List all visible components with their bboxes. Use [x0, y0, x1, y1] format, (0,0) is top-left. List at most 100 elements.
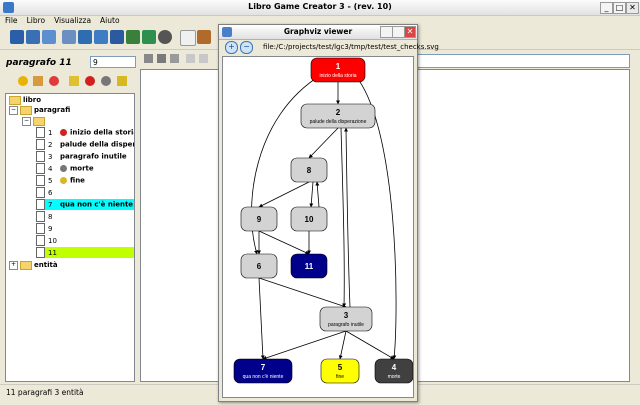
folder-icon — [20, 260, 32, 270]
tree-item-number: 1 — [48, 128, 53, 137]
graph-node[interactable]: 8 — [290, 157, 328, 183]
export-icon[interactable] — [62, 30, 76, 44]
graph-node-box — [240, 253, 278, 279]
viewer-close-button[interactable]: ✕ — [404, 26, 416, 38]
print-icon[interactable] — [78, 30, 92, 44]
flag-icon[interactable] — [69, 76, 79, 86]
folder-icon — [33, 116, 45, 126]
book-icon[interactable] — [197, 30, 211, 44]
zoom-in-icon[interactable]: + — [225, 41, 238, 54]
close-button[interactable]: ✕ — [626, 2, 639, 14]
start-icon[interactable] — [85, 76, 95, 86]
tree-item[interactable]: 3 paragrafo inutile — [36, 151, 127, 162]
trophy-icon[interactable] — [117, 76, 127, 86]
menu-libro[interactable]: Libro — [26, 16, 46, 25]
add-paragraph-icon[interactable] — [18, 76, 28, 86]
tree-item[interactable]: 5 fine — [36, 175, 85, 186]
check-icon[interactable] — [142, 30, 156, 44]
graph-node-id: 10 — [305, 215, 314, 224]
viewer-title-bar: Graphviz viewer ✕ — [219, 25, 417, 40]
graph-node-box — [240, 206, 278, 232]
graph-node[interactable]: 9 — [240, 206, 278, 232]
document-icon — [36, 223, 45, 234]
graphviz-viewer-window[interactable]: Graphviz viewer ✕ + − file:/C:/projects/… — [218, 24, 439, 402]
right-panel[interactable] — [415, 69, 630, 382]
tree-item[interactable]: 8 — [36, 211, 60, 222]
paragraph-select[interactable]: 9 — [90, 56, 136, 68]
redo-icon[interactable] — [199, 54, 208, 63]
graph-node[interactable]: 6 — [240, 253, 278, 279]
menu-file[interactable]: File — [5, 16, 18, 25]
paragraph-editor[interactable] — [140, 69, 227, 382]
tree-item[interactable]: 10 — [36, 235, 60, 246]
tree-item-label: paragrafo inutile — [60, 152, 127, 161]
folder-icon — [9, 95, 21, 105]
tree-item[interactable]: 11 — [36, 247, 134, 258]
paste-icon[interactable] — [170, 54, 179, 63]
trophy-icon — [60, 177, 67, 184]
tree-entities[interactable]: +entità — [9, 260, 58, 270]
graph-node-id: 3 — [344, 311, 349, 320]
graph-node-id: 5 — [338, 363, 343, 372]
menu-visualizza[interactable]: Visualizza — [54, 16, 92, 25]
tree-subfolder[interactable]: − — [22, 116, 47, 127]
settings-icon[interactable] — [110, 30, 124, 44]
document-icon — [36, 199, 45, 210]
graph-node[interactable]: 11 — [290, 253, 328, 279]
tree-paragraphs[interactable]: −paragrafi — [9, 105, 71, 115]
tree-item-label: qua non c'è niente — [60, 200, 134, 209]
right-select[interactable] — [415, 54, 630, 68]
graph-node-box — [310, 57, 366, 83]
graph-node-box — [290, 157, 328, 183]
zoom-out-icon[interactable]: − — [240, 41, 253, 54]
tree-item-number: 3 — [48, 152, 53, 161]
cut-icon[interactable] — [144, 54, 153, 63]
menu-aiuto[interactable]: Aiuto — [100, 16, 120, 25]
preview-icon[interactable] — [94, 30, 108, 44]
minimize-button[interactable]: _ — [600, 2, 613, 14]
tree-item-number: 5 — [48, 176, 53, 185]
copy-icon[interactable] — [157, 54, 166, 63]
graph-icon[interactable] — [126, 30, 140, 44]
document-icon — [36, 247, 45, 258]
graph-node-id: 1 — [336, 62, 341, 71]
graph-node-box — [233, 358, 293, 384]
new-book-icon[interactable] — [10, 30, 24, 44]
remove-paragraph-icon[interactable] — [49, 76, 59, 86]
edit-icon[interactable] — [33, 76, 43, 86]
folder-icon — [20, 105, 32, 115]
skull-icon[interactable] — [101, 76, 111, 86]
status-text: 11 paragrafi 3 entità — [6, 388, 84, 397]
document-icon — [36, 187, 45, 198]
save-icon[interactable] — [26, 30, 40, 44]
graph-node[interactable]: 10 — [290, 206, 328, 232]
graph-node-box — [320, 358, 360, 384]
save-as-icon[interactable] — [42, 30, 56, 44]
font-icon[interactable] — [180, 30, 196, 46]
tree-root[interactable]: libro — [9, 95, 41, 106]
globe-icon[interactable] — [158, 30, 172, 44]
graph-edge — [338, 330, 347, 360]
graph-edge — [354, 74, 397, 360]
maximize-button[interactable]: □ — [613, 2, 626, 14]
graph-edge — [344, 127, 351, 308]
tree-item[interactable]: 9 — [36, 223, 60, 234]
tree-item-label: fine — [70, 176, 85, 185]
undo-icon[interactable] — [186, 54, 195, 63]
tree-item-number: 8 — [48, 212, 53, 221]
graph-node-id: 7 — [261, 363, 266, 372]
tree-item[interactable]: 6 — [36, 187, 60, 198]
skull-icon — [60, 165, 67, 172]
